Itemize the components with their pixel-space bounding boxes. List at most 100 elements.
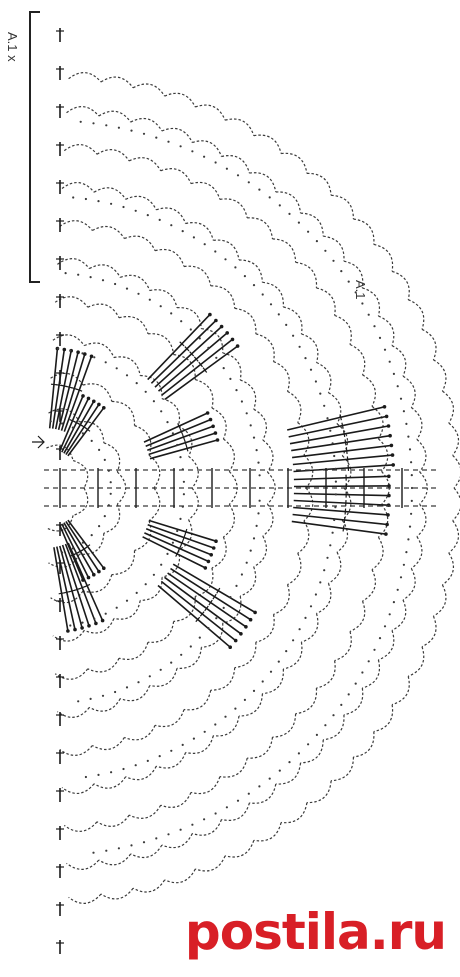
picot bbox=[100, 618, 105, 623]
chain-dot bbox=[122, 767, 125, 771]
chain-loop bbox=[164, 868, 196, 884]
chain-loop bbox=[262, 668, 284, 695]
chain-loop bbox=[410, 407, 423, 440]
chain-dot bbox=[69, 624, 72, 627]
chain-dot bbox=[125, 599, 129, 602]
chain-loop bbox=[72, 487, 89, 516]
chain-loop bbox=[120, 274, 151, 291]
chain-dot bbox=[104, 361, 107, 364]
chain-dot bbox=[171, 541, 174, 544]
picot bbox=[225, 331, 229, 335]
chain-loop bbox=[118, 642, 149, 660]
chain-loop bbox=[221, 802, 250, 821]
chain-dot bbox=[158, 755, 161, 758]
chain-dot bbox=[334, 493, 337, 496]
chain-dot bbox=[243, 698, 246, 702]
picot bbox=[81, 394, 85, 398]
chain-dot bbox=[142, 132, 146, 135]
treble-stitch bbox=[157, 584, 231, 648]
chain-dot bbox=[135, 591, 138, 595]
chain-loop bbox=[255, 333, 275, 362]
chain-loop bbox=[391, 345, 407, 377]
chain-loop bbox=[149, 289, 178, 308]
picot bbox=[62, 347, 67, 352]
stitch-crossbar bbox=[76, 388, 83, 392]
chain-loop bbox=[140, 374, 163, 399]
chain-loop bbox=[161, 833, 193, 849]
chain-dot bbox=[49, 420, 52, 423]
chain-dot bbox=[410, 486, 414, 490]
chain-loop bbox=[297, 422, 310, 456]
chain-loop bbox=[328, 551, 342, 584]
stitch-crossbar bbox=[177, 423, 181, 430]
chain-dot bbox=[159, 305, 162, 308]
stitch-crossbar bbox=[175, 550, 179, 557]
chain-loop bbox=[183, 690, 212, 711]
chain-dot bbox=[170, 312, 173, 315]
chain-loop bbox=[402, 375, 416, 408]
chain-dot bbox=[117, 126, 120, 129]
chain-dot bbox=[71, 426, 74, 429]
stitch-crossbar bbox=[180, 540, 184, 547]
chain-dot bbox=[125, 287, 129, 290]
treble-stitch bbox=[54, 350, 72, 430]
chain-loop bbox=[134, 424, 152, 456]
treble-stitch bbox=[289, 425, 389, 445]
chain-loop bbox=[247, 737, 274, 759]
chain-dot bbox=[166, 421, 169, 424]
chain-loop bbox=[301, 333, 319, 363]
chain-loop bbox=[353, 731, 375, 758]
chain-dot bbox=[203, 243, 206, 246]
chain-loop bbox=[410, 536, 423, 569]
chain-loop bbox=[164, 92, 196, 108]
chain-dot bbox=[323, 404, 326, 407]
chain-loop bbox=[148, 454, 161, 489]
chain-dot bbox=[148, 675, 151, 678]
stitch-crossbar bbox=[342, 525, 345, 532]
treble-stitch bbox=[149, 439, 218, 460]
chain-loop bbox=[223, 438, 235, 472]
chain-dot bbox=[331, 531, 334, 534]
chain-loop bbox=[79, 421, 105, 443]
stitch-crossbar bbox=[183, 439, 187, 446]
chain-loop bbox=[297, 520, 310, 554]
chain-loop bbox=[161, 127, 193, 143]
treble-stitch bbox=[287, 406, 385, 431]
chain-loop bbox=[448, 520, 459, 554]
chain-loop bbox=[201, 328, 224, 353]
picot bbox=[66, 629, 70, 633]
chain-dot bbox=[176, 443, 179, 447]
chain-loop bbox=[192, 140, 223, 157]
treble-stitch bbox=[148, 432, 216, 456]
picot bbox=[203, 566, 208, 570]
chain-dot bbox=[252, 537, 256, 540]
chain-dot bbox=[269, 670, 273, 673]
chain-dot bbox=[179, 145, 182, 148]
picot bbox=[102, 406, 106, 410]
treble-stitch bbox=[51, 349, 66, 429]
chain-dot bbox=[402, 410, 405, 413]
chain-loop bbox=[92, 737, 125, 751]
chain-loop bbox=[160, 792, 192, 808]
chain-loop bbox=[124, 235, 156, 251]
chain-dot bbox=[268, 196, 271, 199]
chain-loop bbox=[391, 676, 410, 706]
chain-dot bbox=[277, 313, 280, 316]
chain-loop bbox=[247, 217, 274, 239]
chain-dot bbox=[249, 424, 252, 427]
chain-dot bbox=[179, 517, 182, 521]
treble-stitch bbox=[144, 532, 209, 563]
chain-loop bbox=[57, 258, 90, 269]
chain-loop bbox=[93, 776, 127, 789]
chain-loop bbox=[402, 568, 416, 601]
chain-dot bbox=[319, 581, 322, 584]
chain-dot bbox=[182, 493, 185, 496]
chain-dot bbox=[229, 377, 232, 380]
chain-loop bbox=[234, 642, 257, 669]
chain-loop bbox=[57, 707, 90, 718]
stitch-crossbar bbox=[56, 384, 63, 387]
chain-loop bbox=[328, 392, 342, 425]
chain-loop bbox=[362, 569, 376, 602]
chain-dot bbox=[97, 773, 100, 777]
chain-loop bbox=[287, 390, 302, 423]
